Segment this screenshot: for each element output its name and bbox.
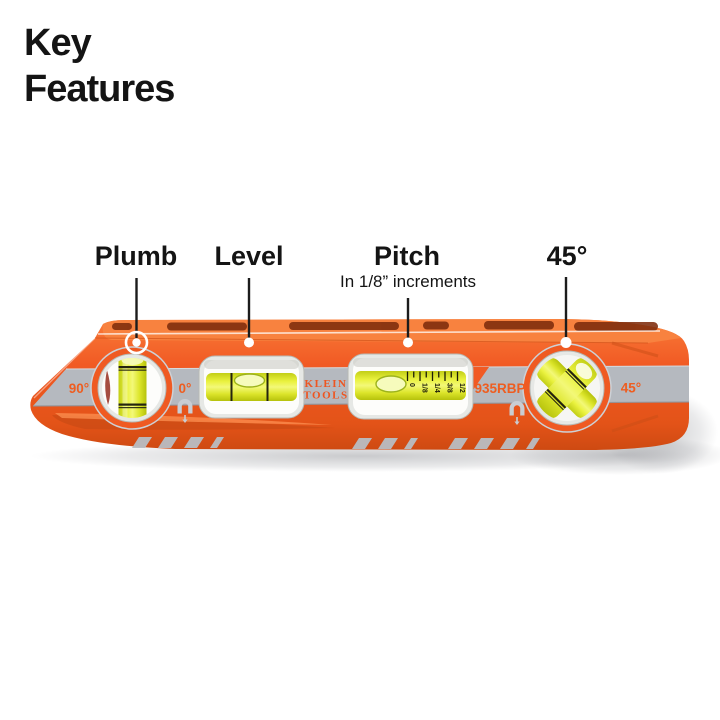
svg-text:1/4: 1/4: [433, 383, 440, 393]
callout-label-pitch: Pitch: [373, 241, 441, 271]
callout-leaders: [135, 277, 568, 338]
pitch-scale-labels: 0 1/8 1/4 3/8 1/2: [408, 383, 465, 393]
svg-text:0: 0: [408, 383, 415, 387]
callout-label-45: 45°: [546, 241, 588, 271]
level-angle-marking: 0°: [179, 381, 192, 396]
svg-text:3/8: 3/8: [446, 383, 453, 393]
model-marking: 935RBP: [474, 381, 525, 396]
top-grip-slots: [112, 321, 658, 331]
callout-subtitle-pitch: In 1/8” increments: [339, 272, 477, 291]
callout-label-level: Level: [214, 241, 284, 271]
magnet-icon: [177, 399, 193, 423]
pitch-scale-ticks: [406, 371, 459, 381]
callout-dot-plumb: [132, 338, 141, 347]
callout-dot-45: [560, 337, 572, 348]
brand-marking-line2: TOOLS: [303, 390, 348, 402]
band-markings: 90° 0° KLEIN TOOLS 935RBP 45°: [69, 378, 641, 402]
pitch-vial-window: 0 1/8 1/4 3/8 1/2: [347, 353, 474, 420]
svg-text:1/2: 1/2: [458, 383, 465, 393]
callout-dot-level: [244, 337, 254, 348]
callout-dot-pitch: [403, 337, 413, 348]
grip-stripes: [132, 437, 540, 449]
plumb-angle-marking: 90°: [69, 381, 89, 396]
miter-vial-window: [522, 343, 612, 433]
plumb-vial-window: [90, 346, 174, 430]
level-vial-window: [198, 355, 305, 419]
brand-marking-line1: KLEIN: [305, 378, 348, 390]
plumb-target-ring: [124, 330, 149, 355]
miter-angle-marking: 45°: [621, 381, 641, 396]
page-title: Key Features: [24, 22, 175, 110]
magnet-icon: [509, 401, 525, 425]
callout-dots: [124, 330, 572, 355]
svg-text:1/8: 1/8: [421, 383, 428, 393]
callout-label-plumb: Plumb: [94, 241, 178, 271]
